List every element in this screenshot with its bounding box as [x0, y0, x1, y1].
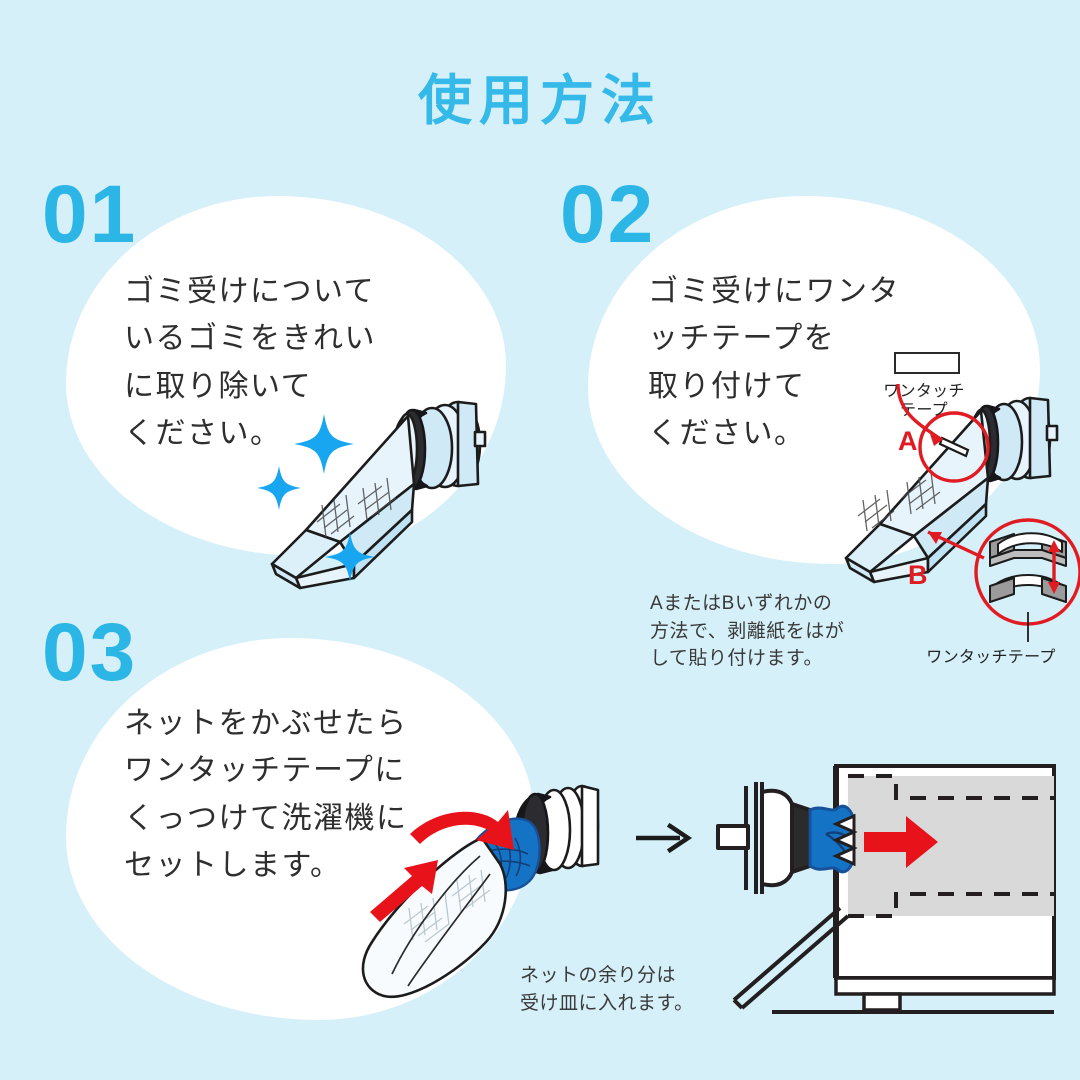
tape-swatch-icon [894, 352, 960, 374]
sparkle [257, 414, 375, 582]
step-2-illustration [818, 383, 1080, 642]
marker-a: A [898, 426, 918, 456]
step-3-illustration-net [352, 778, 622, 1008]
step-1-number: 01 [42, 169, 138, 260]
step-3-text: ネットをかぶせたら ワンタッチテープに くっつけて洗濯機に セットします。 [124, 707, 408, 883]
step-1-blob [66, 196, 506, 556]
step-2-caption: AまたはBいずれかの 方法で、剥離紙をはが して貼り付けます。 [650, 593, 845, 670]
step-3-number: 03 [42, 607, 138, 698]
step-1-text: ゴミ受けについて いるゴミをきれい に取り除いて ください。 [124, 275, 376, 451]
tape-label-top: ワンタッチ テープ [883, 383, 965, 420]
step-2-text: ゴミ受けにワンタ ッチテープを 取り付けて ください。 [648, 275, 900, 451]
step-3-illustration-machine [714, 748, 1074, 1038]
tape-label-bottom: ワンタッチテープ [926, 649, 1056, 666]
step-1-illustration [257, 392, 530, 592]
page-title: 使用方法 [418, 71, 662, 131]
step-3-caption: ネットの余り分は 受け皿に入れます。 [520, 965, 694, 1014]
marker-b: B [908, 560, 928, 590]
step-2-number: 02 [560, 169, 656, 260]
step-3-flow-arrow-icon [634, 818, 698, 858]
